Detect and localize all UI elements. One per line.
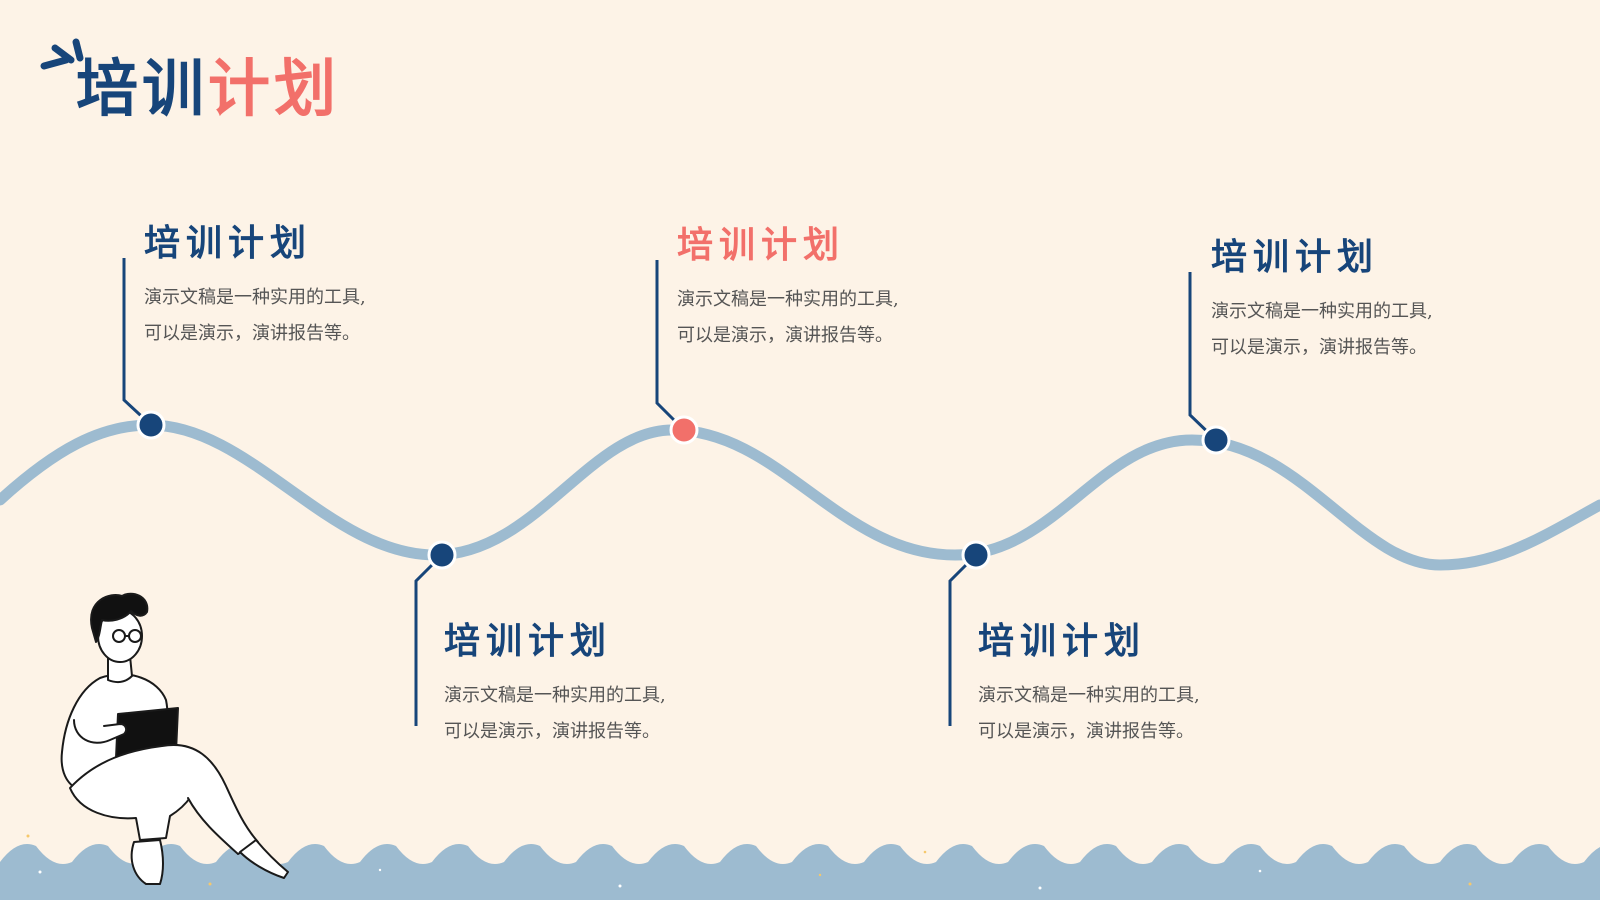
title-part-1: 培训 <box>76 52 209 125</box>
title-burst-icon <box>40 38 84 70</box>
milestone-dot <box>961 540 991 570</box>
milestone-description-line: 演示文稿是一种实用的工具, <box>1211 301 1433 322</box>
milestone-description-line: 可以是演示，演讲报告等。 <box>144 323 360 344</box>
milestone-dot <box>136 410 166 440</box>
milestone-card: 培训计划 演示文稿是一种实用的工具, 可以是演示，演讲报告等。 <box>144 220 464 352</box>
milestone-description: 演示文稿是一种实用的工具, 可以是演示，演讲报告等。 <box>677 282 997 354</box>
bottom-wave-decoration <box>0 834 1600 900</box>
title-part-2: 计划 <box>208 52 341 125</box>
milestone-description-line: 可以是演示，演讲报告等。 <box>677 325 893 346</box>
milestone-description-line: 演示文稿是一种实用的工具, <box>677 289 899 310</box>
milestone-description-line: 可以是演示，演讲报告等。 <box>444 721 660 742</box>
milestone-card-highlight: 培训计划 演示文稿是一种实用的工具, 可以是演示，演讲报告等。 <box>677 222 997 354</box>
milestone-description: 演示文稿是一种实用的工具, 可以是演示，演讲报告等。 <box>144 280 464 352</box>
milestone-card: 培训计划 演示文稿是一种实用的工具, 可以是演示，演讲报告等。 <box>1211 234 1531 366</box>
milestone-description-line: 可以是演示，演讲报告等。 <box>978 721 1194 742</box>
milestone-title: 培训计划 <box>444 621 613 662</box>
milestone-description-line: 演示文稿是一种实用的工具, <box>978 685 1200 706</box>
milestone-dot <box>1201 425 1231 455</box>
milestone-card: 培训计划 演示文稿是一种实用的工具, 可以是演示，演讲报告等。 <box>978 618 1298 750</box>
milestone-description: 演示文稿是一种实用的工具, 可以是演示，演讲报告等。 <box>1211 294 1531 366</box>
milestone-description: 演示文稿是一种实用的工具, 可以是演示，演讲报告等。 <box>978 678 1298 750</box>
milestone-description-line: 演示文稿是一种实用的工具, <box>144 287 366 308</box>
milestone-title: 培训计划 <box>978 621 1147 662</box>
person-reading-tablet-illustration <box>60 592 289 885</box>
milestone-title: 培训计划 <box>144 223 313 264</box>
milestone-title: 培训计划 <box>677 225 846 266</box>
milestone-dots <box>136 410 1231 570</box>
milestone-title: 培训计划 <box>1211 237 1380 278</box>
timeline-wave <box>0 419 1600 571</box>
milestone-description-line: 可以是演示，演讲报告等。 <box>1211 337 1427 358</box>
page-title: 培训计划 <box>76 52 340 126</box>
milestone-description: 演示文稿是一种实用的工具, 可以是演示，演讲报告等。 <box>444 678 764 750</box>
milestone-dot <box>427 540 457 570</box>
milestone-description-line: 演示文稿是一种实用的工具, <box>444 685 666 706</box>
milestone-card: 培训计划 演示文稿是一种实用的工具, 可以是演示，演讲报告等。 <box>444 618 764 750</box>
milestone-dot-highlight <box>669 415 699 445</box>
